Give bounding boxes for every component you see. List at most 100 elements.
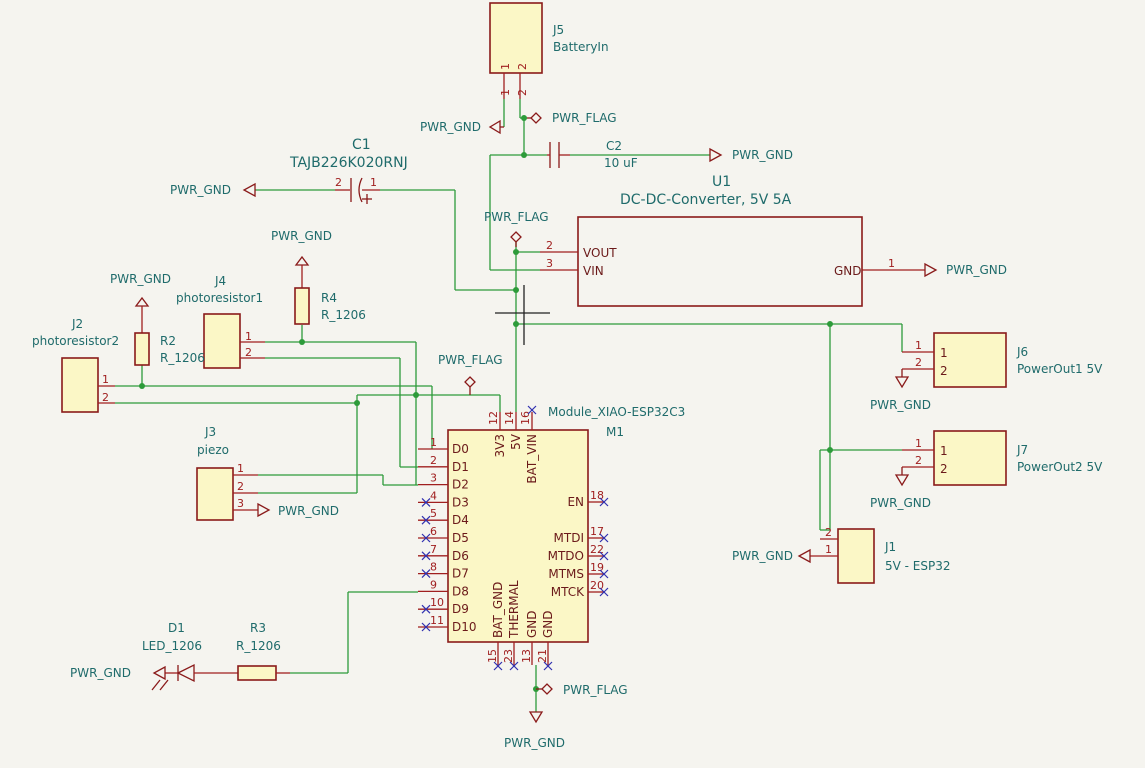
gnd-symbol-j5: PWR_GND [420,119,504,135]
pwr-flag-u1: PWR_FLAG [484,210,549,247]
connector-j7[interactable]: 1 2 1 2 J7 PowerOut2 5V [902,430,1103,486]
j5-pin2-label: 2 [516,63,529,70]
gnd-label-j6: PWR_GND [870,398,931,412]
gnd-symbol-c2: PWR_GND [709,147,793,163]
gnd-label-u1: PWR_GND [946,263,1007,277]
gnd-label-d1: PWR_GND [70,666,131,680]
m1-pin-num: 10 [430,596,444,609]
pwr-flag-label-3: PWR_FLAG [438,353,503,367]
m1-pin-name: D3 [452,495,469,509]
pwr-flag-label-4: PWR_FLAG [563,683,628,697]
connector-j3[interactable]: 1 2 3 J3 piezo [196,425,258,521]
u1-pin-gnd: GND [834,264,862,278]
u1-value: DC-DC-Converter, 5V 5A [620,192,792,208]
m1-ref: M1 [606,425,624,439]
capacitor-c1[interactable]: 2 1 C1 TAJB226K020RNJ [289,137,408,204]
c1-pin1-num: 1 [370,176,377,189]
j3-pin3-num: 3 [237,497,244,510]
dcdc-converter-u1[interactable]: 2 3 1 VOUT VIN GND U1 DC-DC-Converter, 5… [540,174,925,307]
m1-pin-name: 5V [509,433,523,450]
pwr-flag-j5: PWR_FLAG [527,111,617,125]
u1-pin-vout-num: 2 [546,239,553,252]
j4-pin2-num: 2 [245,346,252,359]
connector-j5[interactable]: 1 2 1 2 J5 BatteryIn [489,2,609,99]
j4-value: photoresistor1 [176,291,263,305]
j3-ref: J3 [204,425,216,439]
c1-ref: C1 [352,137,371,153]
connector-j2[interactable]: 1 2 J2 photoresistor2 [32,317,119,413]
u1-pin-gnd-num: 1 [888,257,895,270]
m1-pin-name: GND [525,610,539,638]
gnd-label-j3: PWR_GND [278,504,339,518]
j5-value: BatteryIn [553,40,609,54]
resistor-r2[interactable]: PWR_GND R2 R_1206 [110,272,205,366]
u1-pin-vin-num: 3 [546,257,553,270]
m1-pin-name: THERMAL [507,580,521,639]
capacitor-c2[interactable]: C2 10 uF [547,139,638,170]
m1-pin-name: D5 [452,531,469,545]
r4-value: R_1206 [321,308,366,322]
j2-value: photoresistor2 [32,334,119,348]
j6-pin2-num: 2 [915,356,922,369]
m1-pin-name: BAT_VIN [525,434,539,484]
gnd-symbol-j1: PWR_GND [732,548,811,564]
gnd-label-j7: PWR_GND [870,496,931,510]
pwr-flag-label-2: PWR_FLAG [484,210,549,224]
j7-ref: J7 [1016,443,1028,457]
r3-ref: R3 [250,621,266,635]
m1-pin-name: MTDI [554,531,584,545]
m1-pin-num: 2 [430,454,437,467]
gnd-label-j5: PWR_GND [420,120,481,134]
gnd-label-r2: PWR_GND [110,272,171,286]
j3-pin2-num: 2 [237,480,244,493]
j7-pin2-num: 2 [915,454,922,467]
m1-pin-name: D8 [452,584,469,598]
gnd-label-m1: PWR_GND [504,736,565,750]
c1-pin2-num: 2 [335,176,342,189]
pwr-flag-3v3: PWR_FLAG [438,353,503,395]
c2-value: 10 uF [604,156,638,170]
connector-j1[interactable]: 2 1 J1 5V - ESP32 [810,526,951,584]
gnd-symbol-u1: PWR_GND [924,262,1007,278]
m1-pin-name: D10 [452,620,477,634]
r2-value: R_1206 [160,351,205,365]
connector-j4[interactable]: 1 2 J4 photoresistor1 [176,274,265,369]
m1-pin-num: 3 [430,472,437,485]
j1-pin1-num: 1 [825,543,832,556]
pwr-flag-label-1: PWR_FLAG [552,111,617,125]
c2-ref: C2 [606,139,622,153]
m1-pin-num: 15 [486,649,499,663]
led-d1[interactable]: D1 LED_1206 [142,621,238,691]
m1-pin-num: 21 [536,649,549,663]
m1-pin-name: D9 [452,602,469,616]
connector-j6[interactable]: 1 2 1 2 J6 PowerOut1 5V [902,332,1103,388]
gnd-symbol-c1: PWR_GND [170,182,256,198]
pwr-flag-gnd: PWR_FLAG [536,683,628,697]
c1-value: TAJB226K020RNJ [289,155,408,171]
j5-pin1-num: 1 [499,89,512,96]
j2-ref: J2 [71,317,83,331]
m1-pin-num: 12 [487,411,500,425]
j2-pin2-num: 2 [102,391,109,404]
m1-pin-num: 4 [430,489,437,502]
gnd-symbol-m1: PWR_GND [504,711,565,750]
gnd-symbol-j6: PWR_GND [870,369,931,412]
j7-pin1-name: 1 [940,444,948,458]
u1-pin-vin: VIN [583,264,604,278]
m1-pin-name: D7 [452,567,469,581]
m1-pin-num: 1 [430,436,437,449]
resistor-r4[interactable]: PWR_GND R4 R_1206 [271,229,366,325]
m1-pin-name: D6 [452,549,469,563]
r4-ref: R4 [321,291,337,305]
m1-pin-name: D4 [452,513,469,527]
r3-value: R_1206 [236,639,281,653]
resistor-r3[interactable]: R3 R_1206 [236,621,290,681]
j6-pin2-name: 2 [940,364,948,378]
m1-pin-name: D1 [452,460,469,474]
j2-pin1-num: 1 [102,373,109,386]
